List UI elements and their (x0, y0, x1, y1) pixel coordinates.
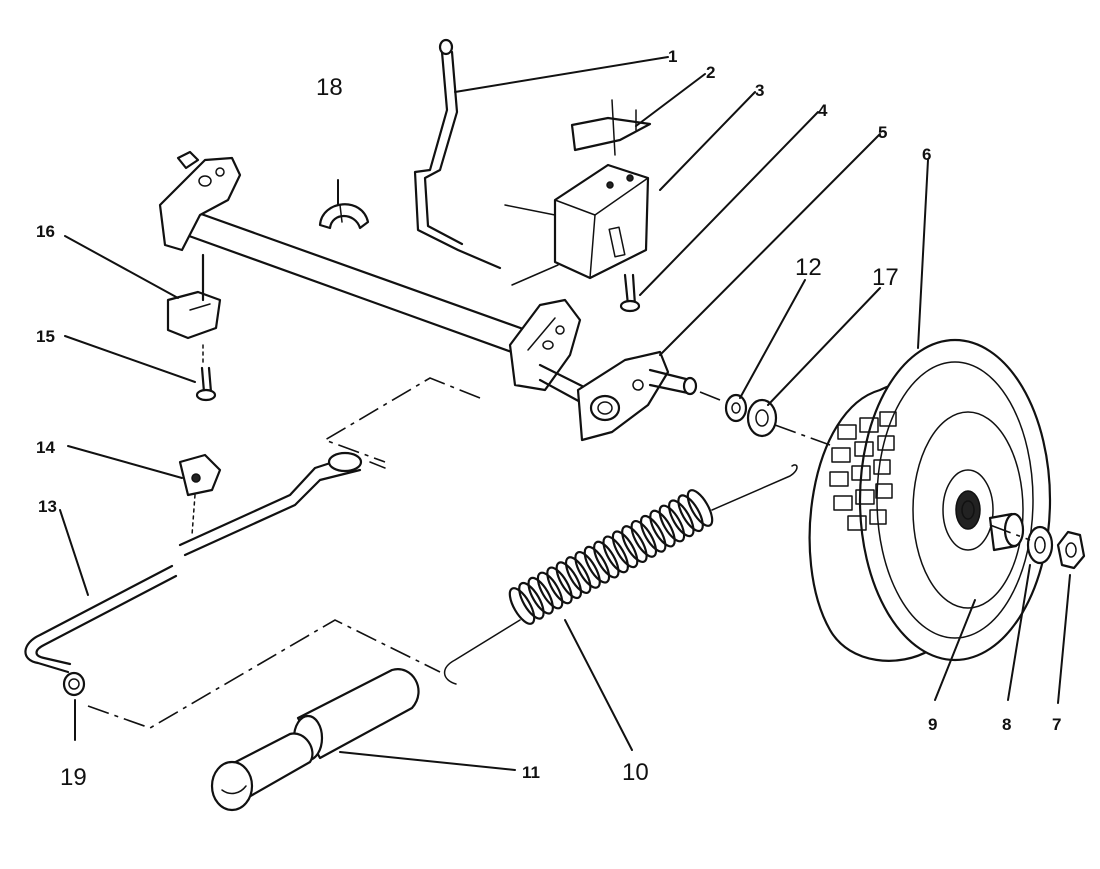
spring-coil (677, 494, 704, 533)
callout-2: 2 (706, 63, 715, 82)
wheel-bracket-plate (576, 350, 670, 442)
callout-10: 10 (622, 759, 649, 786)
spring-hook-left (443, 619, 521, 685)
spring-coil (611, 530, 639, 569)
spring-hook-right (711, 464, 798, 511)
bent-rod (24, 564, 178, 674)
spring-coil (527, 576, 554, 615)
callout-5: 5 (878, 123, 887, 142)
spring-coil (621, 525, 648, 563)
callout-9: 9 (928, 715, 937, 734)
callout-labels: 1 2 3 4 5 6 7 8 9 10 11 12 13 14 15 16 1… (36, 47, 1061, 791)
axle-clip (166, 253, 222, 340)
spring-coil (658, 504, 686, 543)
spring-coil (555, 561, 583, 600)
link-rod (178, 451, 386, 557)
height-adjuster-rod (413, 38, 502, 270)
axle-bushing (318, 203, 370, 230)
assembly-lines (87, 344, 1031, 729)
callout-14: 14 (36, 438, 55, 457)
leader-lines (59, 56, 1071, 771)
spring-coil (564, 556, 592, 594)
spring-coil (602, 535, 629, 574)
clip-screw (195, 366, 217, 402)
spring-coil (668, 499, 695, 538)
callout-1: 1 (668, 47, 677, 66)
callout-4: 4 (818, 101, 828, 120)
grip-tubes (210, 668, 420, 812)
spring-coil (583, 545, 611, 584)
washer-8 (1026, 525, 1054, 565)
callout-11: 11 (522, 763, 540, 782)
rod-clip (178, 453, 222, 497)
axle-shaft (173, 207, 542, 357)
tire-tread (829, 411, 897, 531)
spring-coil (649, 509, 676, 548)
wheel-nut (1056, 530, 1086, 570)
spring-coil (546, 566, 573, 605)
callout-15: 15 (36, 327, 55, 346)
washer-17 (746, 398, 778, 438)
callout-12: 12 (795, 254, 822, 281)
spring-coil (593, 540, 620, 579)
spring-coil (639, 514, 667, 553)
callout-19: 19 (60, 764, 87, 791)
spring-coil (518, 581, 545, 620)
spring-clip (570, 99, 652, 156)
callout-13: 13 (38, 497, 57, 516)
spring-coil (686, 489, 714, 527)
callout-3: 3 (755, 81, 764, 100)
left-axle-plate (158, 150, 242, 252)
callout-18: 18 (316, 74, 343, 101)
rod-nut (62, 671, 86, 697)
wheel (808, 338, 1052, 662)
callout-8: 8 (1002, 715, 1011, 734)
callout-6: 6 (922, 145, 931, 164)
callout-17: 17 (872, 264, 899, 291)
washer-12 (724, 393, 748, 423)
spring-coil (574, 551, 601, 589)
stub-axle-bolt (648, 368, 698, 396)
callout-16: 16 (36, 222, 55, 241)
spring-coil (508, 587, 536, 625)
bracket-screw (619, 273, 641, 313)
height-bracket (504, 163, 650, 286)
spring-coil (630, 520, 658, 558)
spring-coil (536, 571, 564, 610)
coil-spring (508, 489, 714, 625)
callout-7: 7 (1052, 715, 1061, 734)
